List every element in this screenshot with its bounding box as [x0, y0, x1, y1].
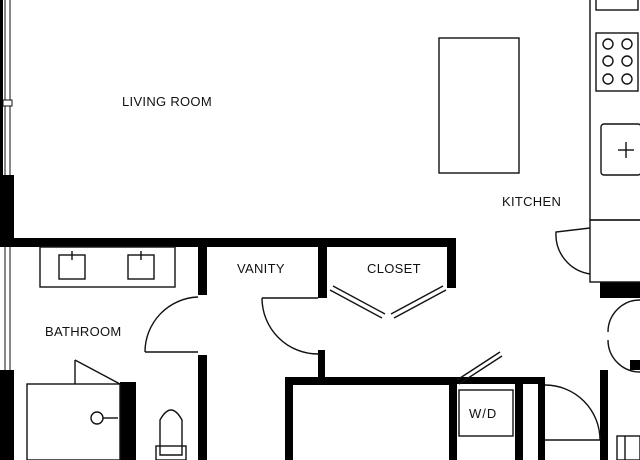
- label-kitchen: KITCHEN: [502, 194, 561, 209]
- left-wall-upper: [0, 0, 3, 175]
- left-wall-solid: [0, 175, 14, 245]
- label-living-room: LIVING ROOM: [122, 94, 212, 109]
- wd-right-wall-2: [538, 377, 545, 460]
- vanity-door-swing: [261, 297, 319, 355]
- vanity-counter: [39, 246, 176, 288]
- wd-left-wall: [449, 377, 457, 460]
- bathroom-fixtures: [26, 246, 199, 460]
- bath-vanity-wall-bottom: [198, 355, 207, 460]
- shower-drain: [90, 411, 104, 425]
- burner-6: [621, 73, 633, 85]
- shower: [26, 383, 121, 460]
- windows: [2, 0, 13, 370]
- room-labels: LIVING ROOM KITCHEN VANITY CLOSET BATHRO…: [45, 94, 561, 421]
- label-vanity: VANITY: [237, 261, 285, 276]
- fridge-door-swing: [555, 227, 591, 275]
- wd-right-wall: [515, 377, 523, 460]
- closet-door-right-2: [390, 285, 444, 315]
- corner-wall: [630, 360, 640, 370]
- bath-vanity-wall-top: [198, 238, 207, 295]
- toilet: [159, 409, 183, 456]
- toilet-tank: [155, 445, 187, 460]
- label-bathroom: BATHROOM: [45, 324, 122, 339]
- hall-door-swing: [544, 384, 601, 441]
- wd-door: [456, 351, 501, 381]
- label-washer-dryer: W/D: [469, 406, 497, 421]
- fridge: [589, 219, 640, 283]
- right-lower-fixture: [616, 435, 640, 460]
- burner-2: [621, 38, 633, 50]
- right-door-swing-1: [607, 299, 640, 333]
- kitchen-sink: [600, 123, 640, 176]
- burner-4: [621, 55, 633, 67]
- range-hood: [595, 0, 639, 11]
- burner-1: [602, 38, 614, 50]
- right-door-swing-2: [607, 339, 640, 373]
- cooktop: [595, 32, 639, 92]
- burner-3: [602, 55, 614, 67]
- kitchen-fixtures: [438, 0, 640, 283]
- kitchen-island: [438, 37, 520, 174]
- wd-door-2: [458, 355, 503, 385]
- bath-top-wall: [0, 238, 456, 247]
- shower-door: [74, 359, 121, 385]
- window-mullion: [2, 99, 13, 107]
- bedroom-top-wall: [285, 377, 457, 385]
- hall-right-wall: [600, 370, 608, 460]
- washer-dryer-box: [458, 389, 514, 437]
- left-wall-bottom: [0, 370, 14, 460]
- bath-door-swing: [144, 296, 199, 353]
- closet-door-left-2: [332, 285, 386, 315]
- shower-wall-right: [120, 382, 136, 460]
- burner-5: [602, 73, 614, 85]
- bedroom-left-wall: [285, 377, 293, 460]
- label-closet: CLOSET: [367, 261, 421, 276]
- wd-top-wall: [449, 377, 543, 384]
- closet-right-wall: [447, 238, 456, 288]
- kitchen-right-wall: [600, 282, 640, 298]
- vanity-closet-wall-low: [318, 350, 325, 380]
- closet-door-right: [393, 289, 447, 319]
- closet-door-left: [329, 289, 383, 319]
- doors: [261, 285, 640, 460]
- vanity-closet-wall: [318, 238, 327, 298]
